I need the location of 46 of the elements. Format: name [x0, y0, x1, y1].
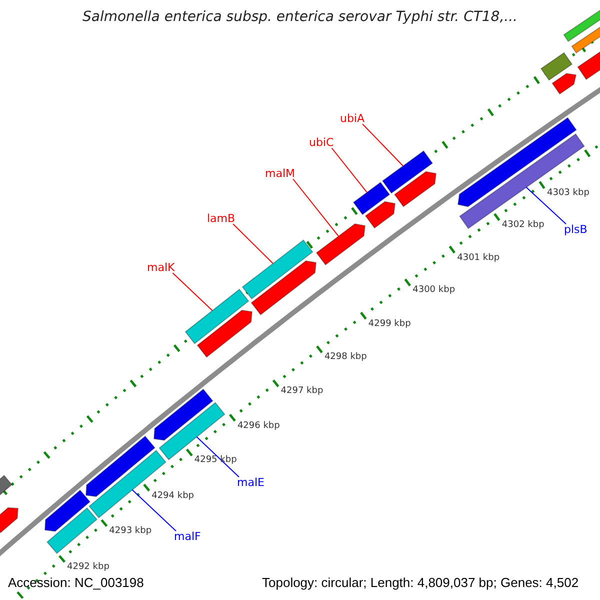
- gene-label: malF: [174, 531, 201, 542]
- leader-line: [331, 148, 368, 193]
- leader-line: [132, 489, 176, 532]
- tick-label: 4303 kbp: [547, 189, 590, 198]
- tick-label: 4293 kbp: [109, 527, 152, 536]
- gene-segment: [382, 150, 434, 194]
- gene-label: ubiC: [309, 137, 334, 148]
- gene-segment: [44, 490, 91, 532]
- tick-label: 4296 kbp: [237, 422, 280, 431]
- gene-segment: [196, 310, 253, 358]
- leader-line: [362, 124, 404, 166]
- tick-label: 4292 kbp: [67, 562, 110, 572]
- gene-segment: [364, 201, 396, 229]
- gene-segment: [540, 52, 573, 81]
- tick-label: 4300 kbp: [412, 286, 456, 296]
- gene-segment: [316, 223, 366, 266]
- tick-label: 4294 kbp: [152, 492, 194, 501]
- gene-segment: [352, 182, 390, 216]
- gene-label: malK: [147, 262, 175, 273]
- gene-segment: [242, 239, 314, 300]
- gene-label: ubiA: [340, 113, 365, 124]
- map-title: Salmonella enterica subsp. enterica serovar Typhi str. CT18,...: [81, 10, 519, 24]
- leader-line: [526, 186, 566, 224]
- tick-label: 4302 kbp: [502, 221, 544, 230]
- gene-segment: [0, 507, 19, 534]
- tick-label: 4297 kbp: [280, 387, 324, 396]
- tick-label: 4301 kbp: [457, 254, 500, 263]
- leader-line: [232, 224, 274, 264]
- accession-text: Accession: NC_003198: [8, 576, 144, 589]
- gene-label: plsB: [564, 224, 588, 235]
- gene-segment: [552, 72, 577, 95]
- gene-segment: [250, 260, 317, 316]
- tick-label: 4295 kbp: [194, 456, 237, 466]
- gene-segment: [184, 288, 250, 344]
- leader-line: [172, 272, 213, 311]
- tick-label: 4298 kbp: [324, 353, 367, 362]
- gene-segment: [394, 171, 437, 208]
- leader-line: [196, 436, 240, 478]
- tick-label: 4299 kbp: [368, 320, 411, 329]
- gene-label: malE: [237, 477, 264, 488]
- genome-summary: Topology: circular; Length: 4,809,037 bp; Genes: 4,502: [262, 576, 579, 589]
- gene-label: malM: [265, 168, 296, 179]
- leader-line: [292, 178, 339, 237]
- gene-segment: [46, 507, 98, 554]
- gene-label: lamB: [207, 213, 236, 224]
- gene-segment: [153, 388, 214, 441]
